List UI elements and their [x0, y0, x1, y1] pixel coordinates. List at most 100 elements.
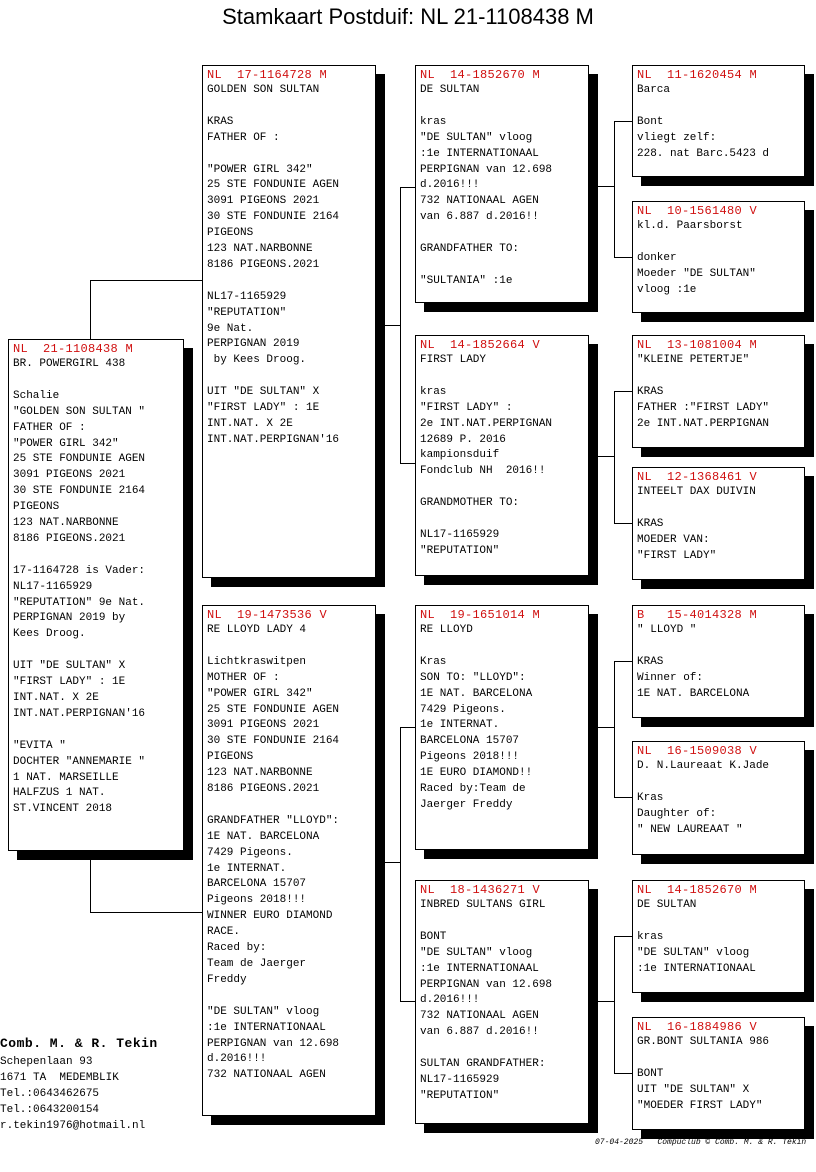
- owner-email: r.tekin1976@hotmail.nl: [0, 1120, 146, 1132]
- owner-phone-2: Tel.:0643200154: [0, 1104, 100, 1116]
- pigeon-info-line: 3091 PIGEONS 2021: [13, 469, 126, 482]
- pigeon-info-line: PERPIGNAN van 12.698: [207, 1037, 340, 1050]
- pigeon-info-line: "REPUTATION": [207, 306, 287, 319]
- ring-number: NL 21-1108438 M: [13, 342, 134, 356]
- footer-credit: 07-04-2025 Compuclub © Comb. M. & R. Tek…: [595, 1138, 807, 1147]
- pigeon-info-line: [207, 989, 375, 1005]
- pigeon-info-line: :1e INTERNATIONAAL: [207, 1021, 326, 1034]
- pigeon-info-line: KRAS: [637, 655, 664, 668]
- pigeon-info-line: Kras: [637, 791, 664, 804]
- pedigree-connector-line: [90, 280, 202, 281]
- pigeon-info-line: NL17-1165929: [13, 580, 93, 593]
- pigeon-info-line: kampionsduif: [420, 449, 500, 462]
- pigeon-info-line: [207, 639, 375, 655]
- pigeon-info-line: UIT "DE SULTAN" X: [637, 1083, 750, 1096]
- pigeon-info-line: SON TO: "LLOYD":: [420, 671, 526, 684]
- ring-number: NL 14-1852670 M: [637, 883, 758, 897]
- pigeon-info-line: 1E EURO DIAMOND!!: [420, 767, 533, 780]
- pigeon-info-line: Daughter of:: [637, 807, 717, 820]
- pigeon-info-line: DE SULTAN: [420, 84, 480, 96]
- pigeon-info-line: [637, 639, 804, 655]
- pigeon-info-line: 228. nat Barc.5423 d: [637, 147, 770, 160]
- pigeon-info-line: [637, 369, 804, 385]
- pigeon-info-line: "DE SULTAN" vloog: [420, 131, 533, 144]
- pigeon-info-line: PIGEONS: [207, 227, 254, 240]
- pigeon-info-line: KRAS: [637, 385, 664, 398]
- pigeon-info-line: RE LLOYD LADY 4: [207, 624, 307, 636]
- pigeon-info-line: [207, 798, 375, 814]
- pigeon-info-line: kras: [637, 930, 664, 943]
- pigeon-info-line: 732 NATIONAAL AGEN: [420, 195, 539, 208]
- pigeon-info-line: Team de Jaerger: [207, 958, 307, 970]
- pigeon-info-line: :1e INTERNATIONAAL: [420, 962, 539, 975]
- pigeon-info-line: PIGEONS: [207, 751, 254, 764]
- pigeon-info-line: [637, 1051, 804, 1067]
- pigeon-info-line: "DE SULTAN" vloog: [207, 1005, 320, 1018]
- pigeon-info-line: BR. POWERGIRL 438: [13, 358, 126, 370]
- pigeon-info-line: [420, 480, 588, 496]
- pigeon-info-line: BONT: [637, 1067, 664, 1080]
- pigeon-info-line: [420, 258, 588, 274]
- pigeon-info-line: RACE.: [207, 926, 241, 939]
- ring-number: NL 19-1473536 V: [207, 608, 328, 622]
- pigeon-info-line: "SULTANIA" :1e: [420, 274, 513, 287]
- pigeon-info-line: PERPIGNAN van 12.698: [420, 978, 553, 991]
- owner-city: 1671 TA MEDEMBLIK: [0, 1072, 119, 1084]
- pigeon-info-line: 1E NAT. BARCELONA: [637, 687, 750, 700]
- pedigree-connector-line: [614, 523, 632, 524]
- pigeon-info-line: Kees Droog.: [13, 628, 86, 641]
- pigeon-info-line: GRANDFATHER TO:: [420, 243, 520, 256]
- pigeon-info-line: [207, 274, 375, 290]
- pigeon-info-line: NL17-1165929: [420, 1073, 500, 1086]
- pigeon-info-line: [13, 723, 183, 739]
- pigeon-info-line: PIGEONS: [13, 501, 60, 514]
- ring-number: NL 13-1081004 M: [637, 338, 758, 352]
- pigeon-info-line: vliegt zelf:: [637, 131, 717, 144]
- pigeon-info-line: 123 NAT.NARBONNE: [13, 517, 119, 530]
- pedigree-connector-line: [614, 391, 632, 392]
- pigeon-info-line: [13, 548, 183, 564]
- pigeon-info-line: [637, 775, 804, 791]
- ring-number: NL 10-1561480 V: [637, 204, 758, 218]
- ring-number: NL 14-1852664 V: [420, 338, 541, 352]
- pigeon-info-line: [420, 1041, 588, 1057]
- pigeon-info-line: [207, 147, 375, 163]
- pigeon-info-line: PERPIGNAN van 12.698: [420, 163, 553, 176]
- pigeon-info-line: " NEW LAUREAAT ": [637, 823, 743, 836]
- pigeon-info-line: DE SULTAN: [637, 899, 697, 911]
- pigeon-info-line: 1e INTERNAT.: [420, 719, 500, 732]
- pedigree-connector-line: [614, 121, 615, 257]
- pigeon-info-line: FATHER OF :: [207, 131, 280, 144]
- ring-number: NL 12-1368461 V: [637, 470, 758, 484]
- pigeon-info-line: by Kees Droog.: [207, 354, 307, 367]
- pigeon-info-line: GRANDMOTHER TO:: [420, 497, 520, 510]
- pigeon-info-line: Freddy: [207, 973, 247, 986]
- pedigree-connector-line: [614, 936, 615, 1073]
- pigeon-info-line: Jaerger Freddy: [420, 798, 513, 811]
- pigeon-info-line: HALFZUS 1 NAT.: [13, 787, 106, 800]
- pigeon-info-line: 30 STE FONDUNIE 2164: [13, 485, 146, 498]
- pigeon-info-line: BARCELONA 15707: [207, 878, 307, 891]
- ring-number: B 15-4014328 M: [637, 608, 758, 622]
- pigeon-info-line: :1e INTERNATIONAAL: [637, 962, 756, 975]
- pigeon-info-line: 2e INT.NAT.PERPIGNAN: [420, 417, 553, 430]
- pigeon-info-line: UIT "DE SULTAN" X: [13, 660, 126, 673]
- pigeon-info-line: "FIRST LADY": [637, 549, 717, 562]
- pedigree-connector-line: [614, 391, 615, 523]
- pigeon-info-line: 8186 PIGEONS.2021: [13, 532, 126, 545]
